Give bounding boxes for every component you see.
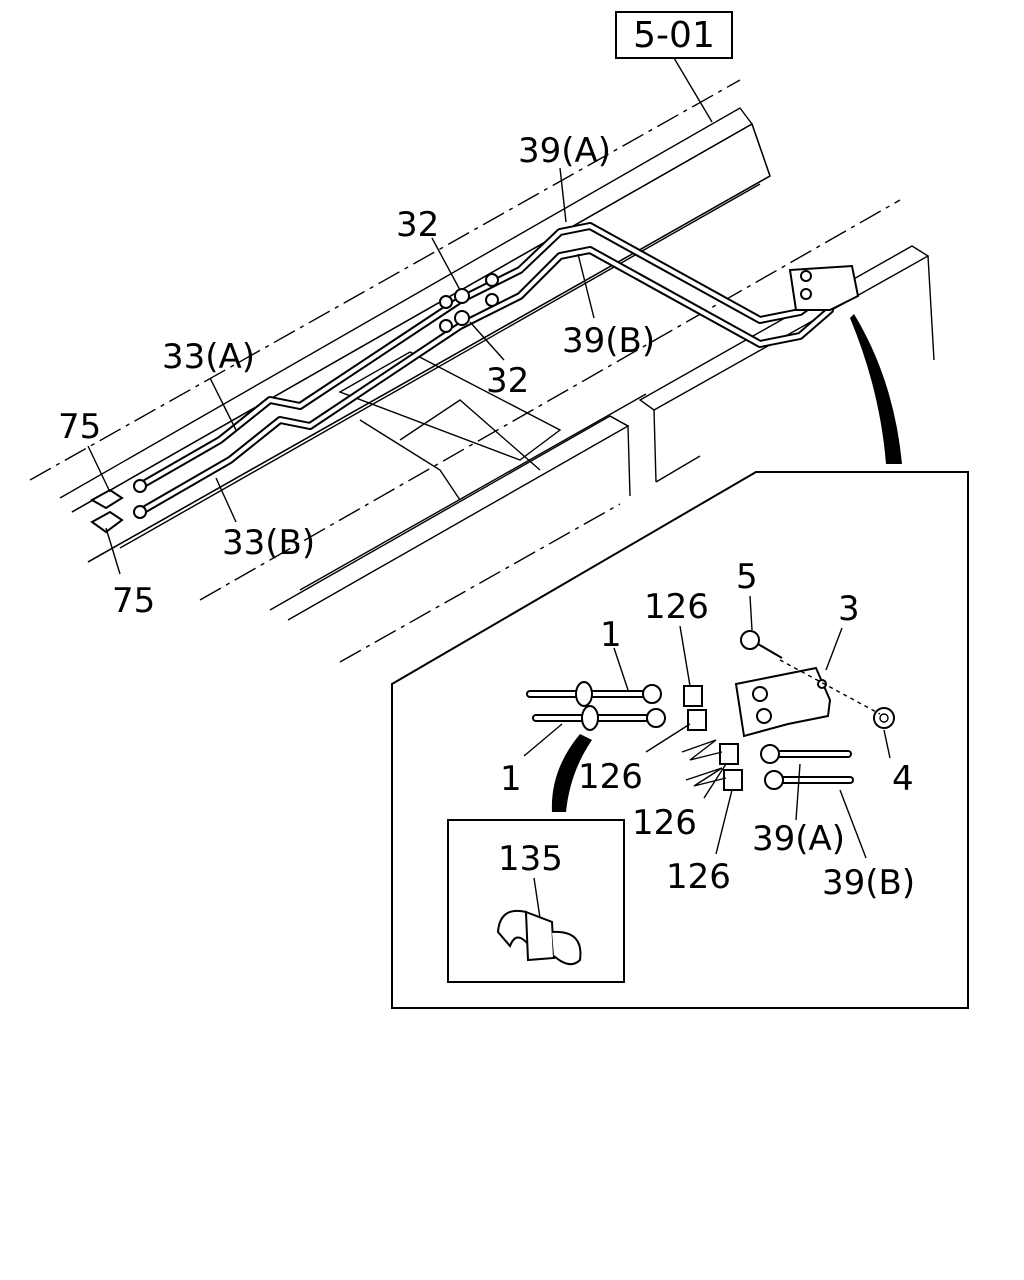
detail-parts <box>526 630 895 791</box>
union-32-top <box>454 288 470 304</box>
callout-39b-detail[interactable]: 39(B) <box>822 863 915 903</box>
pipe-nut-33b-rear <box>133 505 147 519</box>
pipe-39a-nut <box>760 744 780 764</box>
callout-126-c[interactable]: 126 <box>632 803 697 843</box>
union-32-bottom <box>454 310 470 326</box>
union-nut <box>439 295 453 309</box>
nut-4 <box>873 707 895 729</box>
inset-pointer <box>551 734 592 812</box>
callout-4[interactable]: 4 <box>892 759 914 799</box>
inset-box-135 <box>447 819 625 983</box>
callout-3[interactable]: 3 <box>838 589 860 629</box>
callout-39a-detail[interactable]: 39(A) <box>752 819 845 859</box>
pipe-39b-nut <box>764 770 784 790</box>
bolt-5 <box>740 630 760 650</box>
clip-126 <box>683 685 703 707</box>
bracket-assembly <box>788 264 860 311</box>
union-nut <box>439 319 453 333</box>
callout-75-bottom[interactable]: 75 <box>112 581 155 621</box>
callout-32-top[interactable]: 32 <box>396 205 439 245</box>
callout-labels: 39(A) 32 39(B) 32 33(A) 75 33(B) 75 5 3 … <box>58 131 915 903</box>
wheel-cylinder-bottom <box>90 510 124 534</box>
pipe-1-nut <box>642 684 662 704</box>
callout-126-d[interactable]: 126 <box>666 857 731 897</box>
pipe-nut-39a-front <box>485 273 499 287</box>
callout-5[interactable]: 5 <box>736 557 758 597</box>
callout-32-mid[interactable]: 32 <box>486 361 529 401</box>
callout-126-a[interactable]: 126 <box>644 587 709 627</box>
reference-box[interactable]: 5-01 <box>615 11 733 123</box>
detail-pointer <box>850 314 902 464</box>
pipe-1-clamp <box>575 681 593 707</box>
wheel-cylinder-top <box>89 488 124 510</box>
callout-75-top[interactable]: 75 <box>58 407 101 447</box>
callout-39a[interactable]: 39(A) <box>518 131 611 171</box>
clip-135 <box>496 910 530 948</box>
connector-75 <box>89 488 124 534</box>
callout-33b[interactable]: 33(B) <box>222 523 315 563</box>
pipe-nut-33a-rear <box>133 479 147 493</box>
pipe-fittings <box>133 264 860 519</box>
pipe-nut-39b-front <box>485 293 499 307</box>
frame-rails <box>29 79 935 663</box>
brake-pipes <box>136 222 834 516</box>
chassis-leaders <box>87 167 595 575</box>
callout-1-top[interactable]: 1 <box>600 615 622 655</box>
callout-39b[interactable]: 39(B) <box>562 321 655 361</box>
callout-33a[interactable]: 33(A) <box>162 337 255 377</box>
callout-135[interactable]: 135 <box>498 839 563 879</box>
callout-1-bottom[interactable]: 1 <box>500 759 522 799</box>
reference-label: 5-01 <box>633 15 715 56</box>
detail-leaders <box>523 595 891 859</box>
bracket-3 <box>734 666 832 738</box>
callout-126-b[interactable]: 126 <box>578 757 643 797</box>
detail-box <box>391 471 969 1009</box>
